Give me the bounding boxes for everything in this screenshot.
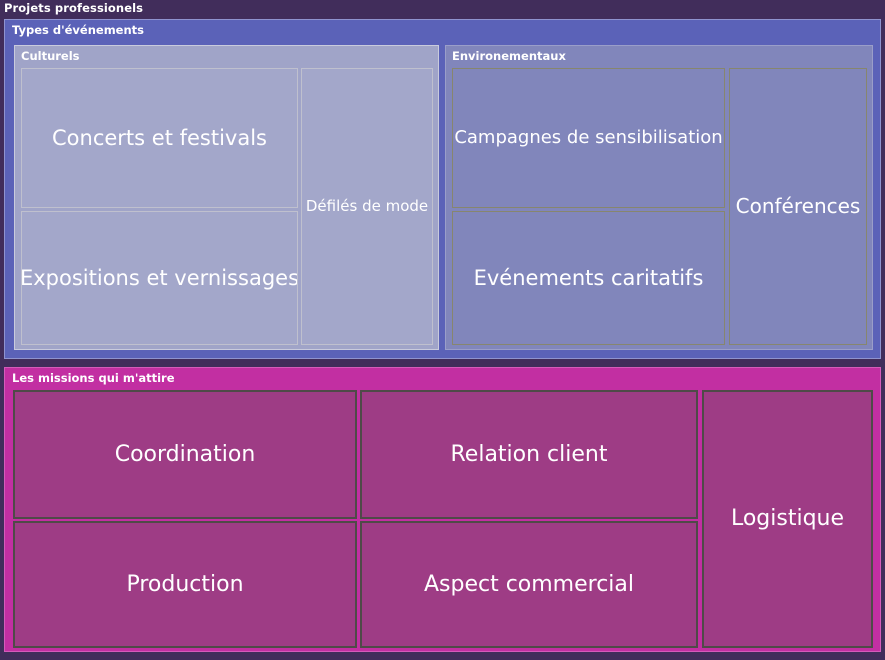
subgroup-environementaux[interactable]: Environementaux Campagnes de sensibilisa… <box>445 45 873 350</box>
tile-label: Evénements caritatifs <box>473 265 704 290</box>
tile-label: Conférences <box>735 194 861 218</box>
tile-label: Aspect commercial <box>423 571 635 597</box>
tile-label: Défilés de mode <box>305 196 429 215</box>
tile-concerts-et-festivals[interactable]: Concerts et festivals <box>21 68 298 208</box>
tile-aspect-commercial[interactable]: Aspect commercial <box>360 521 698 648</box>
tile-label: Relation client <box>450 441 608 467</box>
tile-label: Coordination <box>114 441 256 467</box>
subgroup-culturels-label: Culturels <box>21 49 80 63</box>
tile-label: Campagnes de sensibilisation <box>454 126 723 148</box>
subgroup-environementaux-label: Environementaux <box>452 49 566 63</box>
root-title: Projets professionels <box>4 1 144 15</box>
tile-relation-client[interactable]: Relation client <box>360 390 698 519</box>
group-missions-label: Les missions qui m'attire <box>12 371 175 385</box>
tile-logistique[interactable]: Logistique <box>702 390 873 648</box>
tile-conferences[interactable]: Conférences <box>729 68 867 345</box>
group-types-evenements[interactable]: Types d'événements Culturels Concerts et… <box>4 19 881 359</box>
tile-production[interactable]: Production <box>13 521 357 648</box>
group-missions[interactable]: Les missions qui m'attire Coordination P… <box>4 367 881 652</box>
tile-label: Logistique <box>730 506 845 532</box>
group-types-evenements-label: Types d'événements <box>12 23 145 37</box>
tile-defiles-de-mode[interactable]: Défilés de mode <box>301 68 433 345</box>
tile-coordination[interactable]: Coordination <box>13 390 357 519</box>
tile-label: Concerts et festivals <box>52 125 267 150</box>
tile-evenements-caritatifs[interactable]: Evénements caritatifs <box>452 211 725 345</box>
tile-expositions-et-vernissages[interactable]: Expositions et vernissages <box>21 211 298 345</box>
tile-label: Production <box>126 571 244 597</box>
tile-label: Expositions et vernissages <box>21 265 298 290</box>
subgroup-culturels[interactable]: Culturels Concerts et festivals Expositi… <box>14 45 439 350</box>
tile-campagnes-de-sensibilisation[interactable]: Campagnes de sensibilisation <box>452 68 725 208</box>
